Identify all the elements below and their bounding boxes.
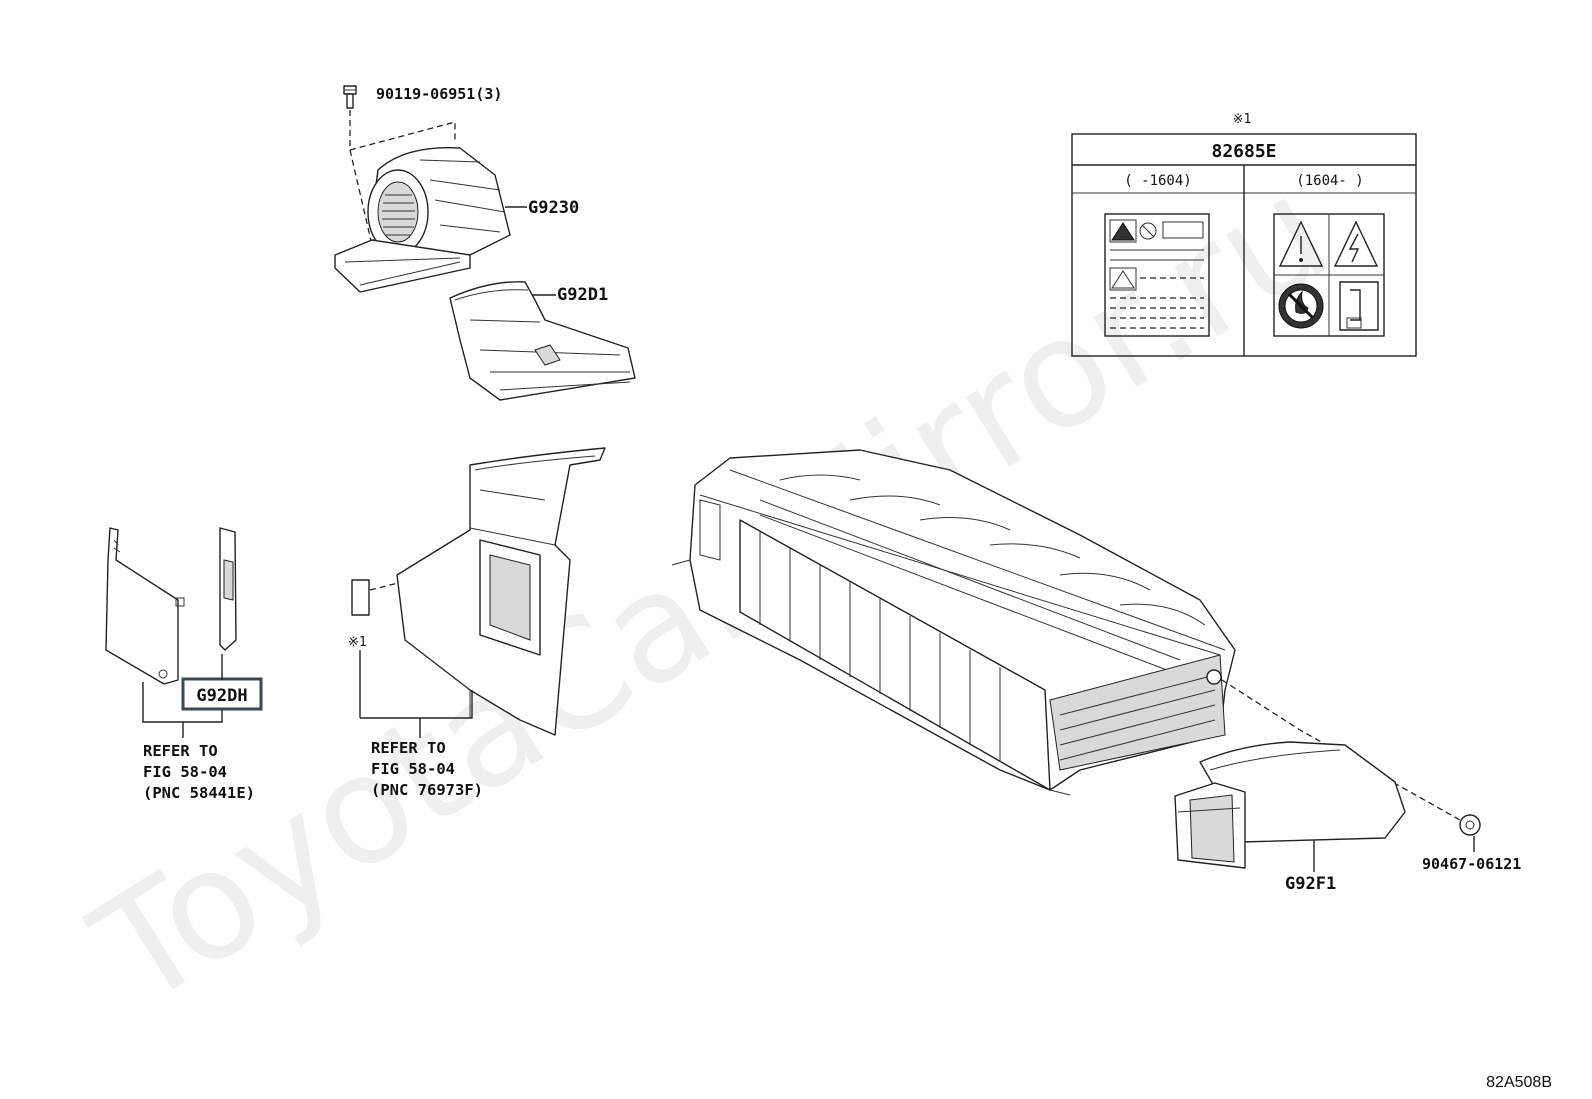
blower-assembly[interactable] <box>334 146 511 293</box>
label-column-old: ( -1604) <box>1124 173 1191 189</box>
manual-icon <box>1339 281 1379 331</box>
label-part-number[interactable]: 82685E <box>1211 141 1276 162</box>
diagram-code: 82A508B <box>1486 1074 1552 1091</box>
warning-triangle-icon <box>1111 222 1135 241</box>
no-fire-icon <box>1139 222 1157 240</box>
sticker-note-mark: ※1 <box>348 635 367 650</box>
clip-part[interactable] <box>1459 814 1481 836</box>
bolt-part[interactable] <box>343 85 357 109</box>
duct-part-number[interactable]: G92D1 <box>557 285 608 305</box>
reference-left-line3[interactable]: (PNC 58441E) <box>143 784 255 802</box>
bolt-part-number[interactable]: 90119-06951(3) <box>376 85 502 103</box>
side-panel-left[interactable] <box>105 527 185 685</box>
new-caution-label <box>1273 213 1385 337</box>
reference-left-line1[interactable]: REFER TO <box>143 742 218 760</box>
cover-part-number[interactable]: G92F1 <box>1285 874 1336 894</box>
reference-middle-line2[interactable]: FIG 58-04 <box>371 760 455 778</box>
reference-left-line2[interactable]: FIG 58-04 <box>143 763 227 781</box>
battery-assembly[interactable] <box>671 449 1236 796</box>
high-voltage-icon <box>1111 270 1135 289</box>
battery-cover[interactable] <box>1174 741 1406 869</box>
label-note-mark: ※1 <box>1233 112 1252 127</box>
reference-middle-line1[interactable]: REFER TO <box>371 739 446 757</box>
caution-label-table <box>1071 133 1417 357</box>
reference-middle-line3[interactable]: (PNC 76973F) <box>371 781 483 799</box>
old-caution-label <box>1104 213 1210 337</box>
highlighted-part-number[interactable]: G92DH <box>196 686 247 706</box>
sticker-part[interactable] <box>351 579 370 616</box>
center-trim-panel[interactable] <box>396 447 606 736</box>
caution-icon <box>1278 220 1324 267</box>
label-column-new: (1604- ) <box>1296 173 1363 189</box>
blower-part-number[interactable]: G9230 <box>528 198 579 218</box>
electric-shock-icon <box>1333 220 1379 267</box>
duct-part[interactable] <box>449 281 636 401</box>
clip-part-number[interactable]: 90467-06121 <box>1422 855 1521 873</box>
side-panel-right[interactable] <box>219 527 237 651</box>
